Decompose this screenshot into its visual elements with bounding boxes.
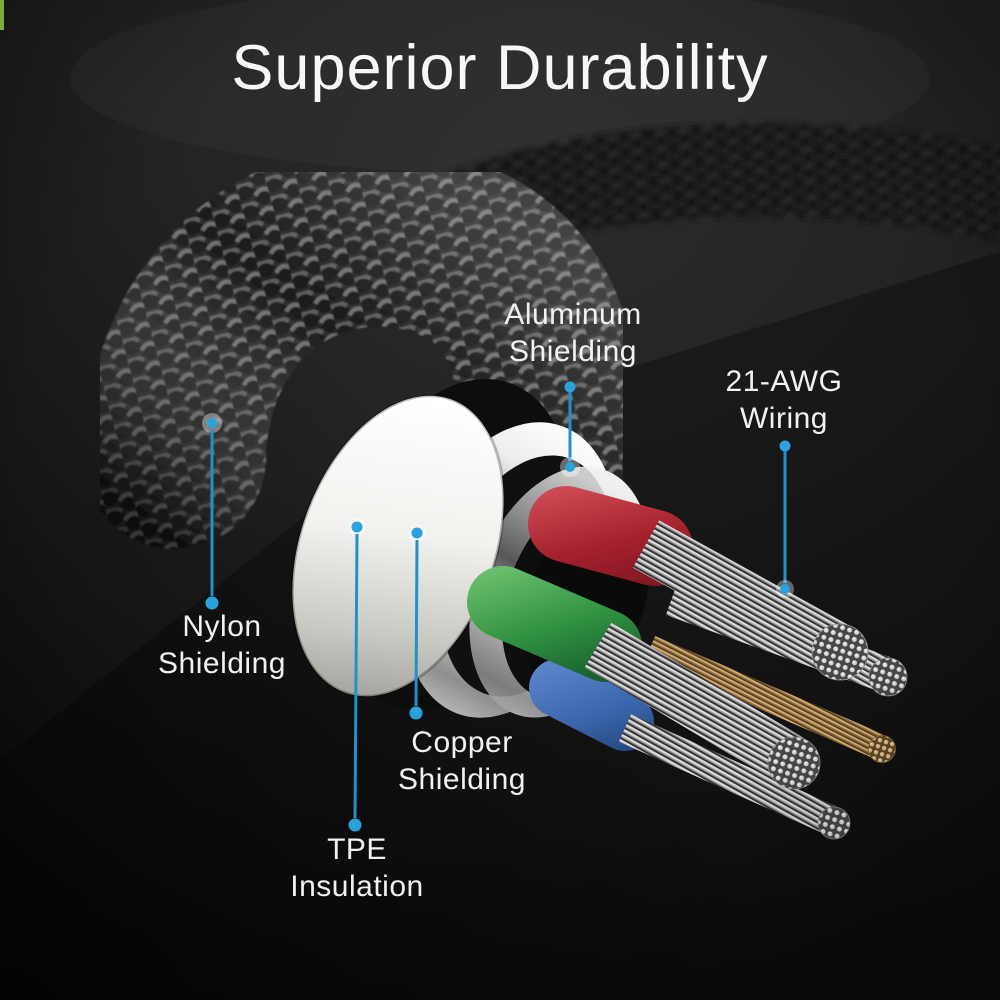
leader-nylon-shielding xyxy=(202,413,222,610)
callout-line: Nylon xyxy=(182,610,262,643)
wire-blue xyxy=(529,659,654,751)
corner-green-artifact xyxy=(0,0,4,30)
strand-bundle-green xyxy=(584,622,804,783)
callout-label-nylon-shielding: Nylon Shielding xyxy=(52,608,392,682)
page-title: Superior Durability xyxy=(231,33,769,103)
callout-line: TPE xyxy=(327,833,387,866)
copper-strand-bundle xyxy=(644,636,884,758)
strand-bundle-red xyxy=(632,520,850,673)
strand-bundle-rear-end xyxy=(868,657,908,697)
leader-aluminum-shielding xyxy=(560,381,580,477)
callout-line: Wiring xyxy=(739,402,828,435)
callout-label-copper-shielding: Copper Shielding xyxy=(292,724,632,798)
callout-line: Shielding xyxy=(158,647,286,680)
callout-line: Insulation xyxy=(290,870,424,903)
callout-leaders xyxy=(202,381,794,832)
strand-bundle-bottom xyxy=(618,714,837,834)
strand-bundle-bottom-end xyxy=(817,806,851,840)
wire-red xyxy=(528,486,693,586)
leader-copper-shielding xyxy=(408,524,426,720)
wire-green xyxy=(467,566,642,682)
strand-bundle-green-end xyxy=(767,736,821,790)
callout-line: Aluminum xyxy=(504,298,642,331)
inner-wires xyxy=(467,486,908,840)
leader-tpe-insulation xyxy=(348,518,366,832)
callout-label-tpe-insulation: TPE Insulation xyxy=(187,831,527,905)
callout-line: 21-AWG xyxy=(725,365,843,398)
leader-awg-wiring xyxy=(776,440,794,598)
callout-label-awg-wiring: 21-AWG Wiring xyxy=(614,363,954,437)
callout-line: Shielding xyxy=(398,763,526,796)
copper-strand-bundle-end xyxy=(868,735,896,763)
callout-line: Copper xyxy=(411,726,513,759)
strand-bundle-red-end xyxy=(811,623,869,681)
callout-label-aluminum-shielding: Aluminum Shielding xyxy=(403,296,743,370)
callout-line: Shielding xyxy=(509,335,637,368)
